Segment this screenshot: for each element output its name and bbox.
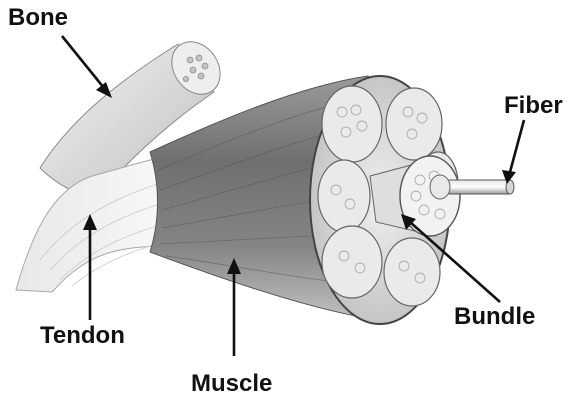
bone-arrow (62, 36, 112, 98)
muscle-label: Muscle (191, 372, 272, 396)
fiber-shape (430, 175, 514, 199)
bone-label: Bone (8, 6, 68, 30)
tendon-arrow (83, 214, 97, 320)
bundle-label: Bundle (454, 305, 535, 329)
fiber-arrow (502, 120, 524, 184)
fiber-label: Fiber (504, 94, 563, 118)
muscle-arrow (227, 258, 241, 356)
tendon-label: Tendon (40, 324, 125, 348)
